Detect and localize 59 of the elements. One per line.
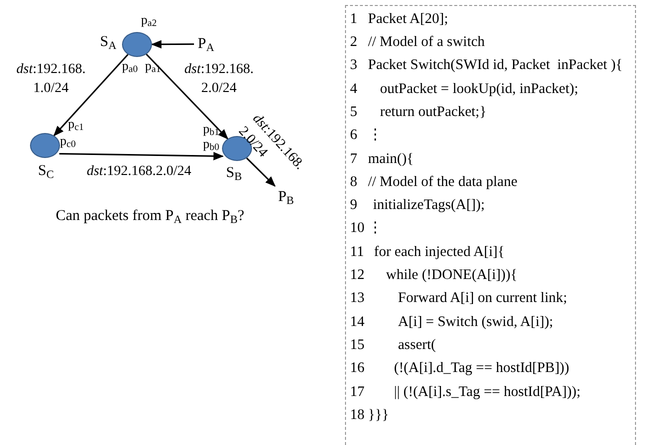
line-number: 11 (349, 242, 364, 262)
line-number: 14 (349, 312, 364, 332)
arrow (150, 40, 194, 49)
code-line: }}} (368, 406, 389, 425)
code-line: outPacket = lookUp(id, inPacket); (380, 80, 578, 99)
code-line: (!(A[i].d_Tag == hostId[PB])) (394, 359, 570, 378)
line-number: 10 (349, 219, 364, 238)
switch-label: S$_{A}$ (100, 33, 116, 51)
code-line: assert( (398, 336, 436, 355)
code-line: for each injected A[i]{ (374, 242, 505, 262)
code-line: Packet A[20]; (368, 10, 448, 29)
line-number: 7 (349, 150, 358, 169)
code-line: ⋮ (368, 126, 383, 146)
code-panel (345, 5, 636, 445)
code-line: return outPacket;} (380, 102, 486, 122)
code-line: || (!(A[i].s_Tag == hostId[PA])); (394, 382, 581, 402)
edge-label: dst:192.168.2.0/24 (86, 163, 192, 181)
code-line: main(){ (368, 150, 414, 169)
caption: Can packets from P$_{A}$ reach P$_{B}$? (54, 207, 246, 226)
arrow (246, 158, 276, 187)
line-number: 6 (349, 126, 358, 146)
line-number: 18 (349, 406, 364, 425)
line-number: 9 (349, 196, 358, 216)
line-number: 8 (349, 172, 358, 192)
line-number: 17 (349, 382, 364, 402)
port-label: p$_{a0}$ (122, 58, 138, 73)
switch-label: S$_{B}$ (226, 164, 242, 182)
line-number: 4 (349, 80, 358, 99)
line-number: 13 (349, 289, 364, 308)
line-number: 16 (349, 359, 364, 378)
switch-label: S$_{C}$ (38, 162, 54, 180)
code-line: initializeTags(A[]); (373, 196, 485, 216)
host-label: P$_{B}$ (274, 186, 298, 208)
line-number: 12 (349, 266, 364, 286)
code-line: Forward A[i] on current link; (398, 289, 568, 308)
code-line: // Model of a switch (368, 33, 485, 52)
code-line: A[i] = Switch (swid, A[i]); (398, 312, 554, 332)
port-label: p$_{a2}$ (141, 12, 157, 27)
line-number: 5 (349, 102, 358, 122)
line-number: 3 (349, 56, 358, 76)
edge-label: dst:192.168. 1.0/24 (15, 61, 87, 98)
code-line: // Model of the data plane (368, 172, 518, 192)
port-label: p$_{c1}$ (68, 116, 84, 131)
arrow (53, 54, 128, 136)
switch-node (122, 32, 152, 57)
line-number: 1 (349, 10, 358, 29)
code-line: ⋮ (368, 219, 383, 238)
line-number: 2 (349, 33, 358, 52)
code-line: Packet Switch(SWId id, Packet inPacket ){ (368, 56, 623, 76)
port-label: p$_{c0}$ (60, 133, 76, 148)
line-number: 15 (349, 336, 364, 355)
edge-label: dst:192.168. 2.0/24 (183, 61, 255, 98)
code-line: while (!DONE(A[i])){ (386, 266, 518, 286)
switch-node (30, 133, 60, 158)
arrow (146, 54, 228, 140)
host-label: P$_{A}$ (194, 33, 218, 55)
port-label: p$_{b1}$ (203, 121, 220, 136)
arrow (59, 152, 224, 160)
port-label: p$_{b0}$ (203, 136, 220, 151)
